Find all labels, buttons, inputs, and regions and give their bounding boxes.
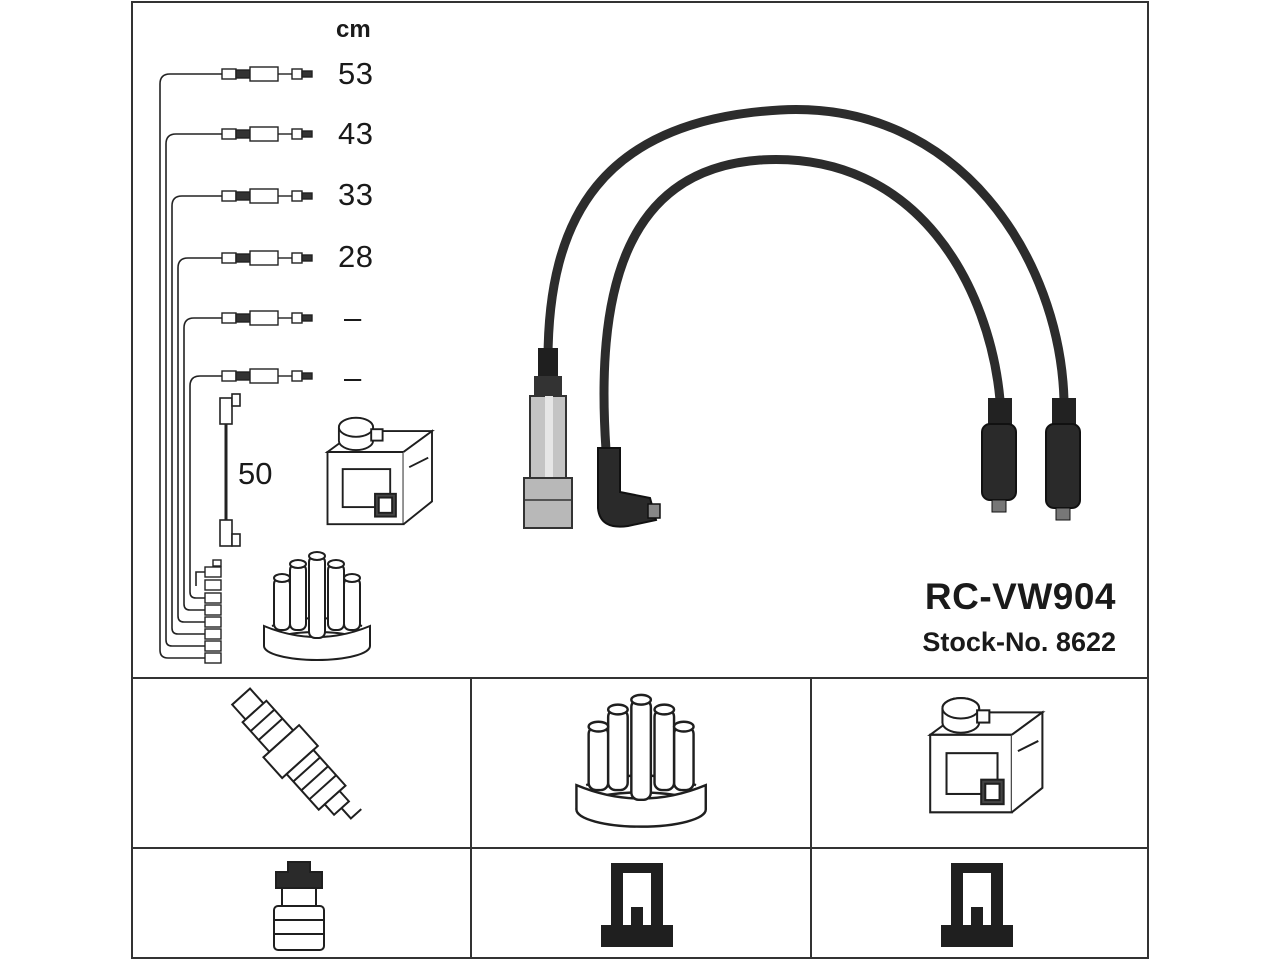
lead-length-6: – <box>344 360 362 395</box>
ignition-coil-small-icon <box>324 416 435 526</box>
plug-connector-icon <box>273 861 325 951</box>
ignition-coil-icon <box>927 697 1046 814</box>
lead-length-4: 28 <box>338 239 374 274</box>
cap-connector-icon <box>601 863 673 947</box>
distributor-cap-small-icon <box>263 551 371 661</box>
coil-lead-schematic <box>219 393 241 547</box>
lead-length-2: 43 <box>338 116 374 151</box>
length-unit-label: cm <box>336 16 371 43</box>
ignition-lead-set-icon <box>523 105 1081 529</box>
lead-connectors <box>204 66 313 664</box>
product-code: RC-VW904 <box>924 576 1116 617</box>
lead-length-5: – <box>344 300 362 335</box>
frame-grid <box>131 1 1149 959</box>
lead-length-3: 33 <box>338 177 374 212</box>
stock-number: Stock-No. 8622 <box>922 627 1116 657</box>
lead-length-1: 53 <box>338 56 374 91</box>
coil-lead-length: 50 <box>238 456 273 491</box>
spark-plug-icon <box>230 687 362 820</box>
lead-schematic <box>159 73 222 659</box>
distributor-cap-icon <box>575 693 707 828</box>
coil-connector-icon <box>941 863 1013 947</box>
